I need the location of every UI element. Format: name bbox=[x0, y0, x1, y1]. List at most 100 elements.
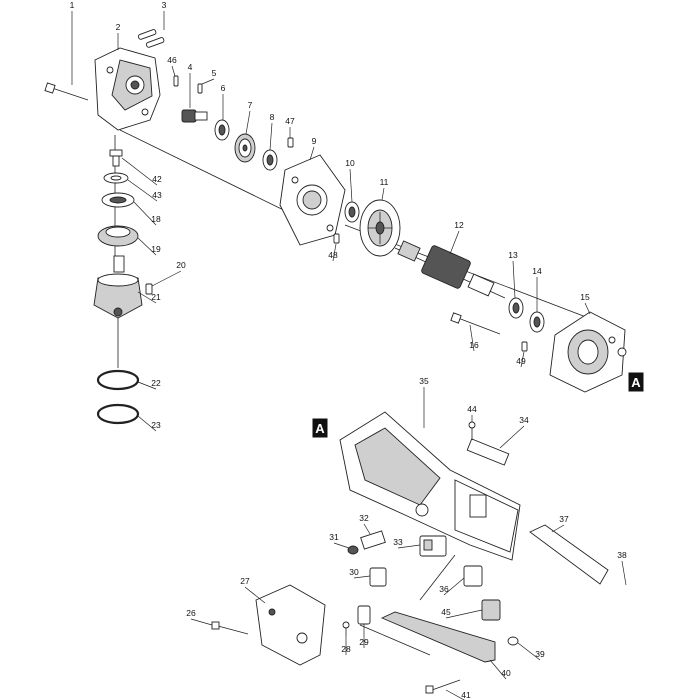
part-26-screw bbox=[211, 621, 249, 635]
leader-line-37 bbox=[551, 524, 565, 533]
part-42-screw bbox=[109, 149, 123, 167]
part-44-screw bbox=[468, 421, 476, 440]
callout-7: 7 bbox=[248, 100, 253, 110]
callout-23: 23 bbox=[151, 420, 161, 430]
part-28-screw bbox=[342, 621, 350, 636]
part-36-terminal bbox=[463, 565, 483, 587]
callout-46: 46 bbox=[167, 55, 177, 65]
callout-44: 44 bbox=[467, 404, 477, 414]
callout-40: 40 bbox=[501, 668, 511, 678]
leader-line-32 bbox=[363, 523, 371, 535]
callout-31: 31 bbox=[329, 532, 339, 542]
part-18-bearing bbox=[101, 192, 135, 208]
callout-15: 15 bbox=[580, 292, 590, 302]
part-16-screw bbox=[450, 312, 501, 335]
callout-19: 19 bbox=[151, 244, 161, 254]
callout-6: 6 bbox=[221, 83, 226, 93]
callout-26: 26 bbox=[186, 608, 196, 618]
leader-line-10 bbox=[349, 168, 353, 203]
leader-line-42 bbox=[121, 157, 158, 186]
part-6-bearing bbox=[214, 119, 230, 141]
callout-32: 32 bbox=[359, 513, 369, 523]
callout-39: 39 bbox=[535, 649, 545, 659]
callout-38: 38 bbox=[617, 550, 627, 560]
callout-22: 22 bbox=[151, 378, 161, 388]
part-23-ring bbox=[96, 403, 140, 425]
callout-41: 41 bbox=[461, 690, 471, 700]
leader-line-46 bbox=[171, 65, 176, 77]
part-1-screw bbox=[44, 82, 89, 101]
leader-line-30 bbox=[353, 575, 371, 579]
leader-line-15 bbox=[584, 302, 591, 315]
callout-3: 3 bbox=[162, 0, 167, 10]
part-21-spindle-chuck bbox=[93, 255, 143, 319]
leader-line-22 bbox=[137, 381, 157, 390]
part-20-pin bbox=[145, 283, 153, 295]
part-22-ring bbox=[96, 369, 140, 391]
leader-line-11 bbox=[381, 187, 385, 201]
callout-29: 29 bbox=[359, 637, 369, 647]
callout-49: 49 bbox=[516, 356, 526, 366]
leader-line-12 bbox=[449, 230, 460, 255]
leader-line-39 bbox=[517, 642, 541, 661]
part-3-pins bbox=[137, 29, 165, 48]
leader-line-7 bbox=[245, 110, 251, 135]
callout-28: 28 bbox=[341, 644, 351, 654]
callout-36: 36 bbox=[439, 584, 449, 594]
part-7-gear bbox=[234, 133, 256, 163]
part-41-screw bbox=[425, 679, 461, 694]
callout-48: 48 bbox=[328, 250, 338, 260]
part-11-fan bbox=[359, 199, 401, 257]
part-12-armature bbox=[394, 240, 506, 299]
leader-line-23 bbox=[137, 415, 157, 432]
part-48-pin bbox=[333, 233, 340, 244]
part-32-switch-lever bbox=[360, 530, 386, 550]
part-31-cap bbox=[347, 545, 359, 555]
part-5-key bbox=[197, 83, 203, 94]
leader-line-19 bbox=[137, 237, 157, 256]
leader-line-41 bbox=[445, 689, 465, 700]
callout-10: 10 bbox=[345, 158, 355, 168]
leader-line-48 bbox=[332, 243, 337, 262]
leader-line-27 bbox=[244, 586, 266, 604]
part-38-cord bbox=[606, 578, 647, 600]
leader-line-36 bbox=[443, 577, 465, 596]
callout-4: 4 bbox=[188, 62, 193, 72]
part-15-field bbox=[549, 311, 627, 393]
leader-line-49 bbox=[520, 351, 525, 368]
part-14-bearing bbox=[529, 311, 545, 333]
part-39-washer bbox=[507, 636, 519, 646]
callout-9: 9 bbox=[312, 136, 317, 146]
leader-line-21 bbox=[137, 291, 157, 304]
callout-43: 43 bbox=[152, 190, 162, 200]
callout-8: 8 bbox=[270, 112, 275, 122]
part-46-pin bbox=[173, 75, 179, 87]
part-33-switch bbox=[419, 535, 447, 557]
callout-1: 1 bbox=[70, 0, 75, 10]
callout-30: 30 bbox=[349, 567, 359, 577]
part-49-pin bbox=[521, 341, 528, 352]
leader-line-20 bbox=[151, 270, 182, 287]
callout-layer: 1234567891011121314151618192021222326272… bbox=[70, 0, 627, 700]
callout-45: 45 bbox=[441, 607, 451, 617]
leader-line-31 bbox=[333, 542, 350, 549]
callout-35: 35 bbox=[419, 376, 429, 386]
part-35-motor-housing bbox=[339, 411, 521, 561]
part-19-bevel-gear bbox=[97, 225, 139, 247]
callout-12: 12 bbox=[454, 220, 464, 230]
callout-33: 33 bbox=[393, 537, 403, 547]
leader-line-43 bbox=[127, 179, 158, 202]
leader-line-8 bbox=[269, 122, 273, 151]
callout-16: 16 bbox=[469, 340, 479, 350]
part-45-noise-suppressor bbox=[481, 599, 501, 621]
ref-marker-a-top: A bbox=[311, 417, 329, 439]
callout-37: 37 bbox=[559, 514, 569, 524]
callout-14: 14 bbox=[532, 266, 542, 276]
callout-42: 42 bbox=[152, 174, 162, 184]
svg-text:A: A bbox=[631, 375, 641, 390]
leader-line-40 bbox=[489, 659, 507, 680]
part-9-bearing-box bbox=[279, 154, 346, 246]
part-10-bearing bbox=[344, 201, 360, 223]
callout-11: 11 bbox=[380, 177, 389, 187]
leader-line-18 bbox=[133, 201, 157, 226]
